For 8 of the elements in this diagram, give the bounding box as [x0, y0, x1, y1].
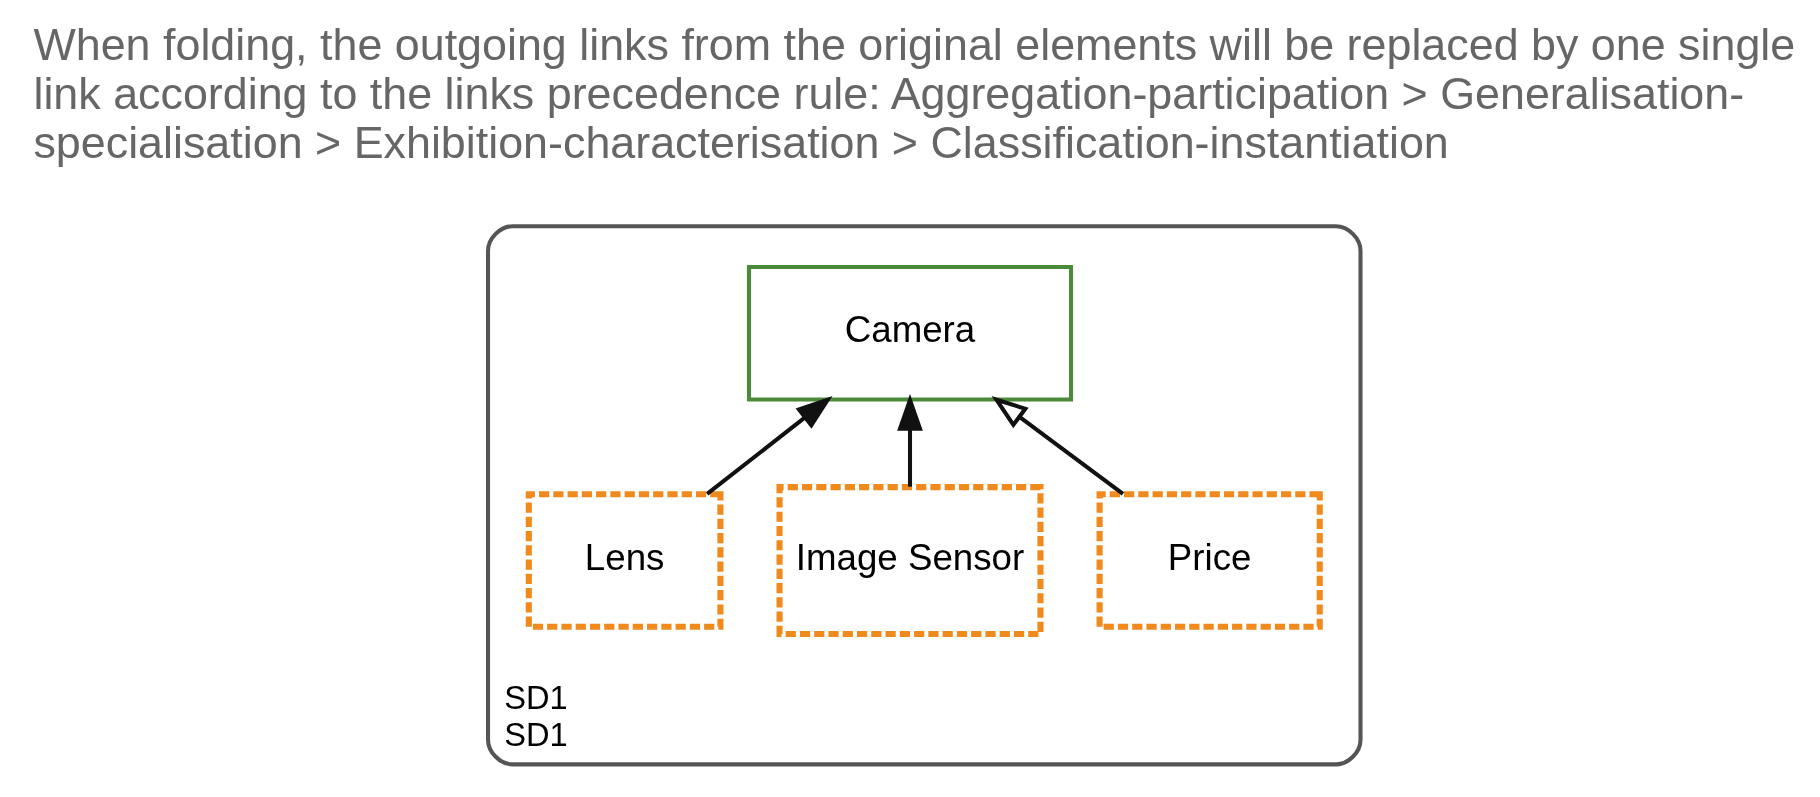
arrow	[897, 394, 923, 487]
arrow	[991, 396, 1125, 496]
arrow	[705, 395, 833, 496]
node-box: Price	[1096, 491, 1323, 630]
node-box: Camera	[746, 264, 1074, 402]
node-box: Image Sensor	[776, 484, 1044, 637]
node-box: Lens	[525, 491, 724, 630]
label: When folding, the outgoing links from the original elements will be replaced by one single link according to the links precedence rule: Aggregation-participation > Generalisation-specialisation > Exhibition-characterisation > Classification-instantiation	[33, 19, 1796, 169]
